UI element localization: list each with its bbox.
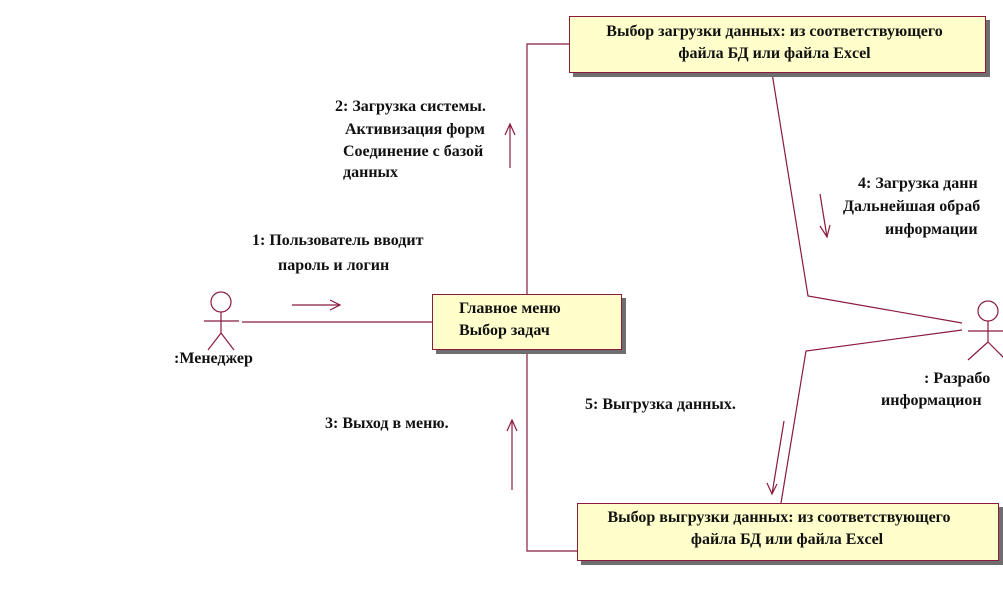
arrow-m3	[506, 418, 518, 490]
link-unload-developer	[780, 329, 963, 504]
main-menu-line1: Главное меню	[459, 300, 561, 317]
manager-actor-icon	[204, 291, 239, 351]
load-choice-box: Выбор загрузки данных: из соответствующе…	[569, 16, 986, 73]
message-1-line1: 1: Пользователь вводит	[252, 232, 424, 249]
link-load-developer	[771, 72, 963, 324]
message-2-line2: Активизация форм	[345, 121, 485, 138]
message-2-line3: Соединение с базой	[343, 143, 484, 160]
message-2-line4: данных	[343, 164, 399, 181]
link-main-unload	[526, 350, 577, 552]
message-4-line3: информации	[885, 221, 978, 238]
manager-actor-name: :Менеджер	[174, 350, 253, 367]
message-4-line2: Дальнейшая обраб	[843, 198, 981, 215]
load-choice-line1: Выбор загрузки данных: из соответствующе…	[606, 23, 943, 40]
arrow-m1	[292, 299, 342, 311]
message-3-line1: 3: Выход в меню.	[325, 415, 449, 432]
unload-choice-line1: Выбор выгрузки данных: из соответствующе…	[607, 509, 951, 526]
message-4-line1: 4: Загрузка данн	[858, 175, 978, 192]
developer-actor-name-line2: информацион	[881, 392, 982, 409]
developer-actor-icon	[967, 300, 1003, 361]
main-menu-box: Главное меню Выбор задач	[432, 294, 622, 350]
arrow-m5	[766, 420, 785, 496]
unload-choice-box: Выбор выгрузки данных: из соответствующе…	[577, 503, 999, 561]
link-main-load	[526, 43, 569, 294]
arrow-m2	[504, 122, 516, 168]
main-menu-line2: Выбор задач	[459, 322, 550, 339]
message-2-line1: 2: Загрузка системы.	[335, 98, 486, 115]
arrow-m4	[819, 193, 831, 239]
message-5-line1: 5: Выгрузка данных.	[585, 396, 736, 413]
unload-choice-line2: файла БД или файла Excel	[690, 531, 884, 548]
developer-actor-name-line1: : Разрабо	[924, 370, 991, 387]
message-1-line2: пароль и логин	[278, 257, 390, 274]
load-choice-line2: файла БД или файла Excel	[678, 45, 871, 62]
